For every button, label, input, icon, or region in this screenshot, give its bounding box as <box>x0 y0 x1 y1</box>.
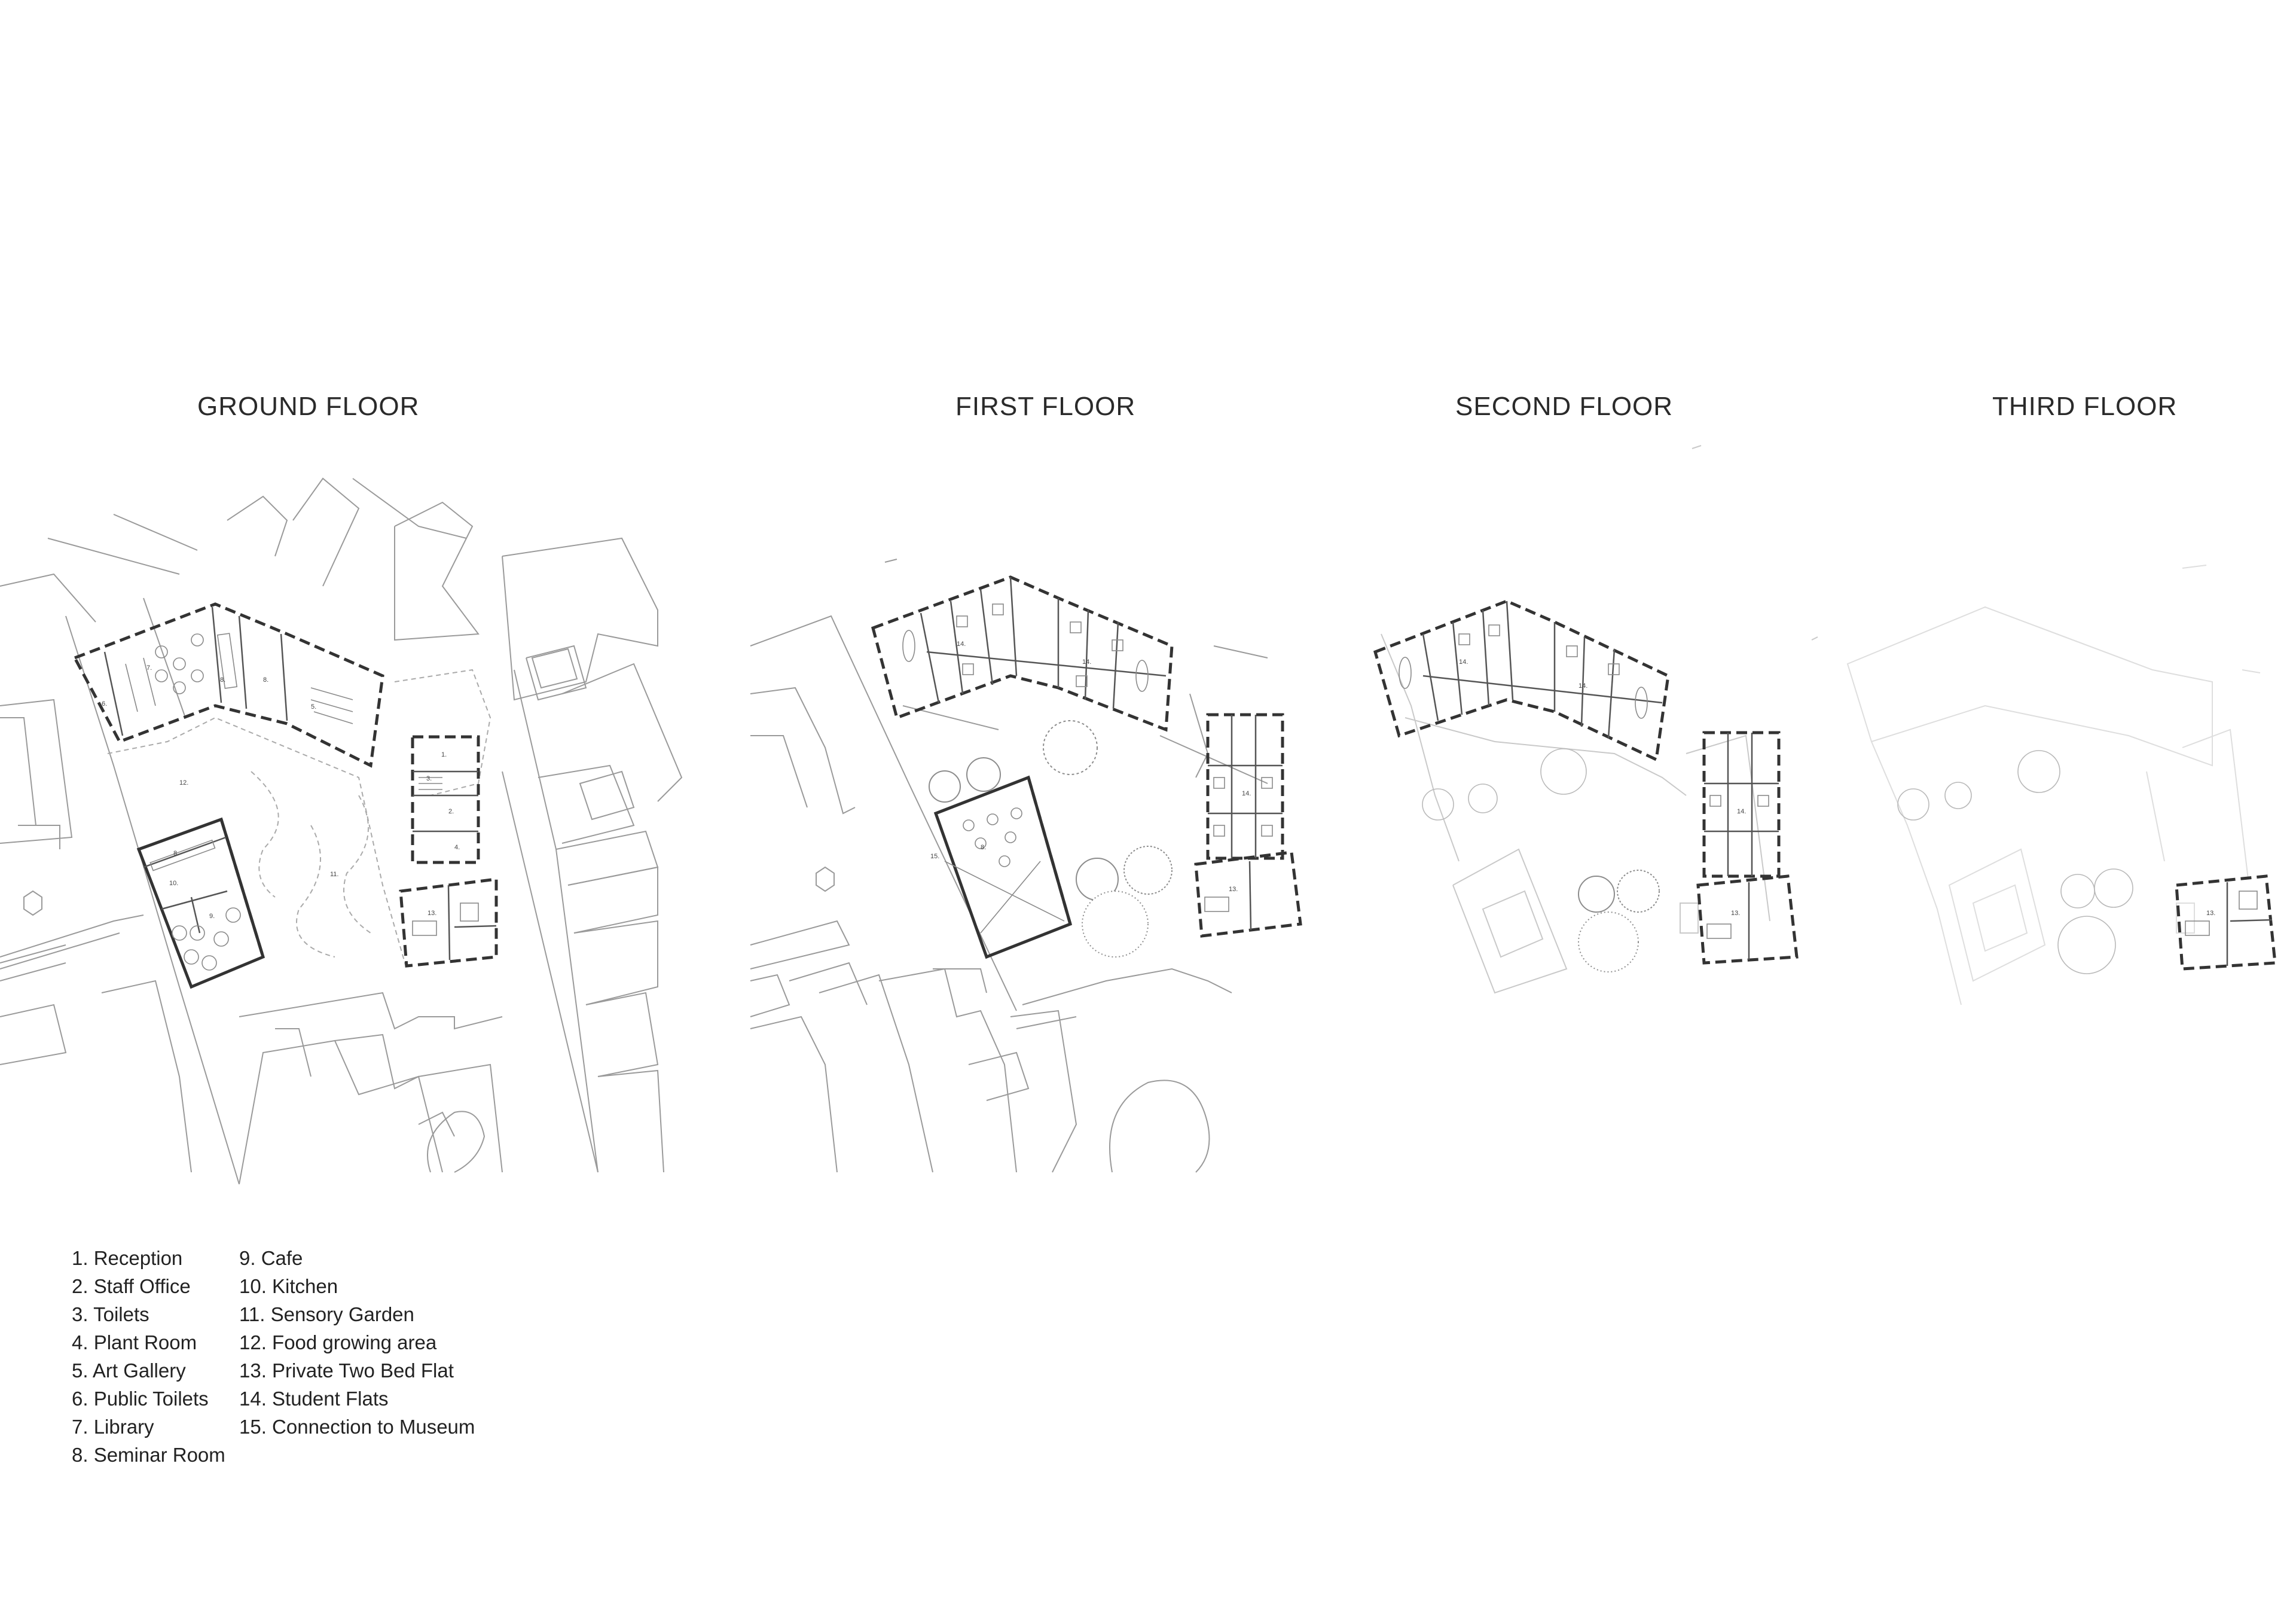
ground-cafe-block: 10. 8. 9. <box>136 817 265 989</box>
third-private-flat: 13. <box>2175 874 2277 971</box>
second-trees <box>1422 748 1660 972</box>
room-label-6: 6. <box>102 700 107 708</box>
room-label-13c: 13. <box>1731 910 1740 917</box>
room-label-10: 10. <box>169 880 178 887</box>
room-label-5: 5. <box>311 703 316 711</box>
legend-item: 15. Connection to Museum <box>239 1416 475 1438</box>
third-floor-plan: 13. <box>1846 565 2277 1005</box>
ground-private-flat: 13. <box>399 877 498 968</box>
room-label-4: 4. <box>454 844 460 851</box>
legend-item: 11. Sensory Garden <box>239 1303 414 1325</box>
legend-item: 7. Library <box>72 1416 154 1438</box>
room-label-1: 1. <box>441 751 447 758</box>
room-label-13: 13. <box>428 910 436 917</box>
first-seminar-block: 8. 15. <box>930 775 1073 959</box>
room-label-14f: 14. <box>1737 808 1746 815</box>
room-label-13d: 13. <box>2206 910 2215 917</box>
legend-item: 1. Reception <box>72 1247 183 1269</box>
second-floor-title: SECOND FLOOR <box>1455 392 1674 421</box>
room-label-8c: 8. <box>173 850 179 857</box>
room-label-14b: 14. <box>1082 658 1091 666</box>
room-label-9: 9. <box>209 913 215 920</box>
first-trees <box>929 720 1173 958</box>
first-floor-plan: 14. 14. 8. 15. <box>750 559 1302 1173</box>
ground-reception-tower: 1. 3. 2. 4. <box>411 735 480 864</box>
legend-column-1: 1. Reception 2. Staff Office 3. Toilets … <box>72 1244 225 1469</box>
third-trees <box>1897 750 2133 974</box>
legend-item: 5. Art Gallery <box>72 1359 186 1382</box>
legend-item: 14. Student Flats <box>239 1388 389 1410</box>
room-label-14a: 14. <box>957 641 966 648</box>
legend-item: 2. Staff Office <box>72 1275 191 1297</box>
first-site-context <box>750 559 1268 1173</box>
second-floor-plan: 14. 14. 14. 13. <box>1373 445 1818 994</box>
room-label-11: 11. <box>330 871 338 878</box>
first-flats-tower: 14. 13. <box>1194 713 1302 938</box>
room-label-14c: 14. <box>1242 790 1251 797</box>
room-label-15: 15. <box>930 853 939 860</box>
ground-library-gallery-block: 6. 7. 8. 8. 5. <box>72 602 384 768</box>
legend-item: 4. Plant Room <box>72 1331 197 1353</box>
legend-item: 8. Seminar Room <box>72 1444 225 1466</box>
legend-item: 3. Toilets <box>72 1303 149 1325</box>
room-label-2: 2. <box>448 808 454 815</box>
legend-item: 10. Kitchen <box>239 1275 338 1297</box>
first-student-flats-wing: 14. 14. <box>871 575 1174 732</box>
ground-floor-title: GROUND FLOOR <box>197 392 420 421</box>
room-label-8b: 8. <box>263 676 268 684</box>
room-label-14e: 14. <box>1578 682 1587 690</box>
second-flats-tower: 14. 13. <box>1696 731 1799 965</box>
second-student-flats-wing: 14. 14. <box>1373 599 1670 762</box>
room-label-3: 3. <box>426 775 432 782</box>
room-label-12: 12. <box>179 779 188 786</box>
room-label-7: 7. <box>146 664 152 672</box>
ground-floor-plan: 6. 7. 8. 8. 5. 10. 8. 9. 12. 11. <box>0 477 683 1185</box>
room-label-8: 8. <box>220 676 225 684</box>
legend-column-2: 9. Cafe 10. Kitchen 11. Sensory Garden 1… <box>239 1244 475 1441</box>
legend-item: 13. Private Two Bed Flat <box>239 1359 454 1382</box>
third-floor-title: THIRD FLOOR <box>1992 392 2178 421</box>
room-label-13b: 13. <box>1229 886 1238 893</box>
ground-site-context <box>0 477 683 1185</box>
first-floor-title: FIRST FLOOR <box>955 392 1136 421</box>
second-site-context <box>1381 445 1818 994</box>
room-label-14d: 14. <box>1459 658 1468 666</box>
third-site-context <box>1846 565 2261 1005</box>
legend-item: 9. Cafe <box>239 1247 303 1269</box>
legend-item: 12. Food growing area <box>239 1331 437 1353</box>
room-label-8d: 8. <box>981 844 986 851</box>
legend-item: 6. Public Toilets <box>72 1388 209 1410</box>
